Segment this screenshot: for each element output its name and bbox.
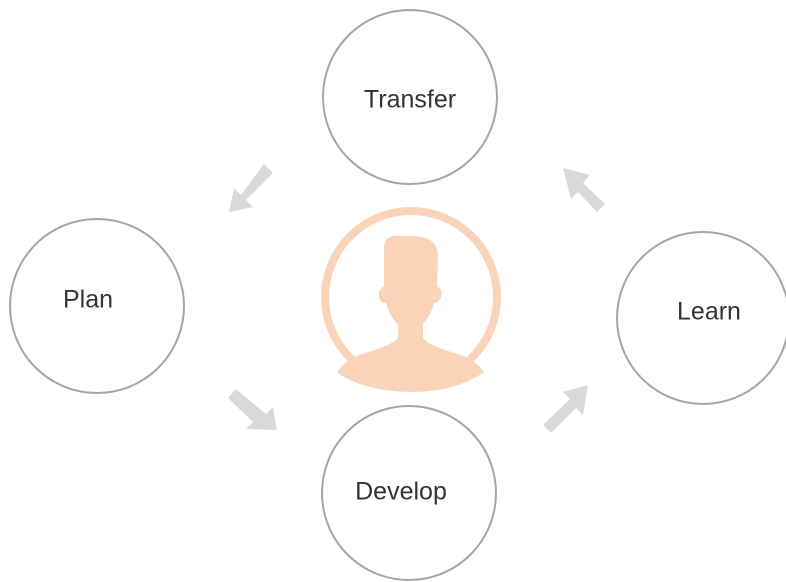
node-transfer: Transfer [322,9,498,185]
node-transfer-label: Transfer [364,86,456,114]
person-avatar-icon [337,235,484,392]
arrow-down-right-icon [228,389,277,430]
node-learn-label: Learn [677,298,741,326]
node-learn: Learn [616,231,786,405]
arrow-up-left-icon [563,168,605,212]
node-plan: Plan [9,218,185,394]
node-develop: Develop [321,405,497,581]
arrow-down-left-icon [229,164,273,212]
node-develop-label: Develop [355,478,447,506]
center-avatar [321,207,501,392]
node-plan-label: Plan [63,286,113,314]
arrow-up-right-icon [543,385,588,433]
